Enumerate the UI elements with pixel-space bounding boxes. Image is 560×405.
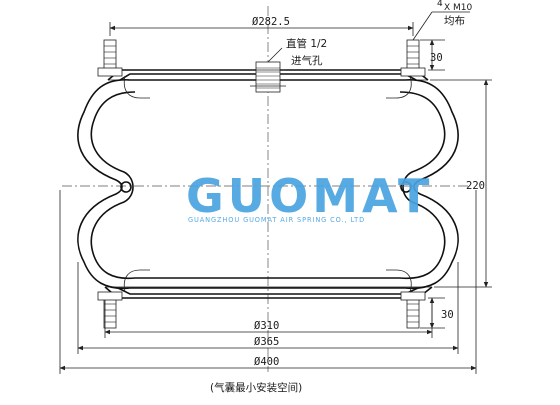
bead-roll-bottom-right [386, 269, 412, 293]
air-inlet-label-2: 进气孔 [291, 54, 323, 67]
air-inlet-label-1: 直管 1/2 [286, 37, 327, 50]
height-label: 220 [466, 180, 485, 192]
bead-roll-top-left [123, 75, 150, 99]
bellow-diameter-label: Ø365 [254, 336, 279, 348]
brand-logo: GUOMAT GUANGZHOU GUOMAT AIR SPRING CO., … [186, 169, 433, 224]
logo-tagline: GUANGZHOU GUOMAT AIR SPRING CO., LTD [188, 216, 365, 224]
dim-top-diameter: Ø282.5 [109, 16, 414, 36]
stud-spec-callout: 4 X M10 均布 [412, 0, 473, 41]
bottom-stud-height-label: 30 [441, 309, 454, 321]
stud-bottom-left [97, 291, 123, 329]
bellow-inner [90, 91, 446, 280]
stud-bottom-right [400, 291, 426, 329]
dim-top-stud-height: 30 [420, 39, 445, 71]
logo-wordmark: GUOMAT [186, 169, 433, 223]
stud-count-label: 4 [437, 0, 443, 9]
footnote: (气囊最小安装空间) [210, 381, 302, 394]
air-inlet-callout: 直管 1/2 进气孔 [267, 37, 327, 67]
dim-plate-diameter: Ø310 [104, 300, 433, 338]
dim-height: 220 [430, 79, 492, 288]
stud-top-right [400, 39, 426, 77]
dim-bellow-diameter: Ø365 [77, 262, 459, 354]
top-stud-height-label: 30 [430, 52, 443, 64]
stud-spec-label: X M10 [444, 3, 473, 13]
girdle-ring-left [120, 181, 132, 193]
bead-roll-bottom-left [123, 269, 150, 293]
stud-distribution-label: 均布 [444, 15, 465, 27]
girdle-ring-right [400, 181, 412, 193]
air-inlet [250, 61, 286, 93]
bellow-outer [77, 79, 459, 290]
stud-top-left [97, 39, 123, 77]
bead-roll-top-right [386, 75, 412, 99]
dim-max-diameter: Ø400 [59, 190, 477, 374]
max-diameter-label: Ø400 [254, 356, 279, 368]
plate-diameter-label: Ø310 [254, 320, 279, 332]
dim-bottom-stud-height: 30 [420, 297, 454, 329]
top-diameter-label: Ø282.5 [252, 16, 290, 28]
